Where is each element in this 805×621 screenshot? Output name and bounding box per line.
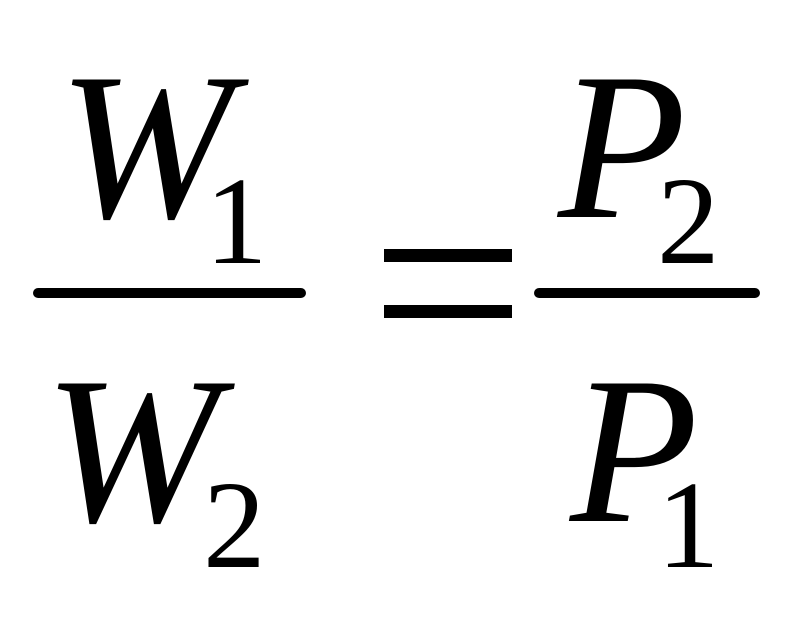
right-denominator-variable: P bbox=[570, 335, 699, 567]
left-numerator-subscript: 1 bbox=[205, 153, 268, 291]
left-denominator-variable: W bbox=[44, 335, 219, 567]
right-numerator-subscript: 2 bbox=[657, 153, 720, 291]
right-numerator-variable: P bbox=[558, 31, 687, 263]
equals-sign-top-bar bbox=[384, 249, 512, 262]
equals-sign: = bbox=[0, 0, 1, 1]
right-fraction-bar bbox=[534, 288, 760, 298]
left-fraction-bar bbox=[33, 288, 306, 298]
left-numerator-variable: W bbox=[58, 31, 233, 263]
left-denominator-subscript: 2 bbox=[203, 457, 266, 595]
equals-sign-bottom-bar bbox=[384, 305, 512, 318]
right-denominator-subscript: 1 bbox=[657, 457, 720, 595]
